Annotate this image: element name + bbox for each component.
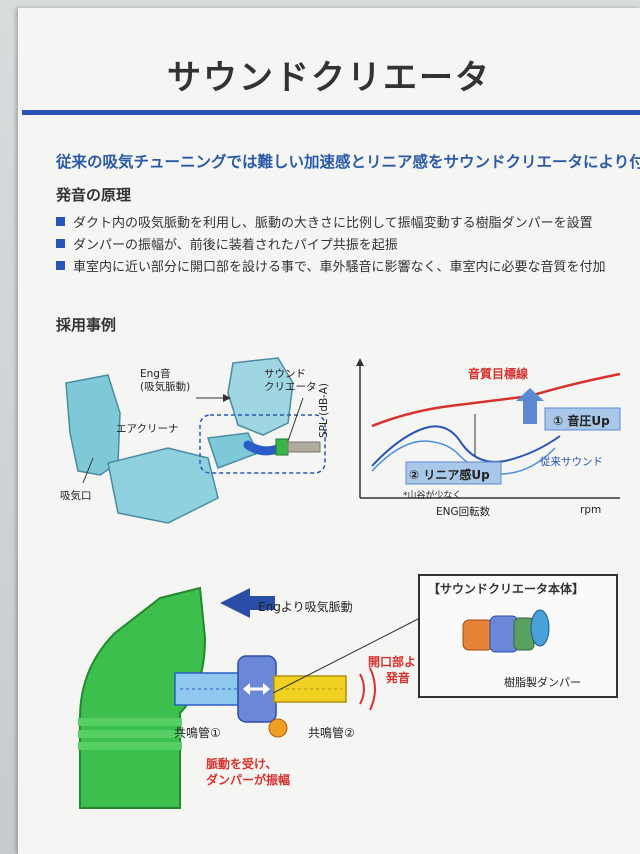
sound-creator-leader bbox=[287, 397, 304, 442]
chart-ylabel: SPL (dB-A) bbox=[318, 383, 330, 438]
mount-bracket-icon bbox=[268, 718, 288, 738]
list-item: ダクト内の吸気脈動を利用し、脈動の大きさに比例して振幅変動する樹脂ダンパーを設置 bbox=[56, 210, 636, 232]
damper-label: 樹脂製ダンパー bbox=[504, 676, 581, 689]
conventional-label: 従来サウンド bbox=[540, 456, 603, 468]
target-line bbox=[371, 372, 621, 428]
leader-line bbox=[272, 617, 421, 694]
tube2-label: 共鳴管② bbox=[308, 726, 355, 740]
principle-heading: 発音の原理 bbox=[56, 186, 132, 204]
chart-xlabel: ENG回転数 bbox=[436, 506, 491, 518]
intake-label: 吸気口 bbox=[60, 490, 92, 502]
resonance-tube-2 bbox=[273, 675, 347, 703]
list-item-text: ダクト内の吸気脈動を利用し、脈動の大きさに比例して振幅変動する樹脂ダンパーを設置 bbox=[73, 215, 593, 231]
example-heading: 採用事例 bbox=[56, 316, 117, 334]
conventional-curve bbox=[371, 440, 556, 475]
page-title: サウンドクリエータ bbox=[167, 58, 491, 98]
chart-note: *山谷が少なく bbox=[403, 491, 462, 501]
sound-wave-icon bbox=[369, 667, 376, 711]
list-item-text: ダンパーの振幅が、前後に装着されたパイプ共振を起振 bbox=[73, 237, 398, 253]
green-duct-shape bbox=[78, 586, 207, 809]
spl-chart bbox=[356, 358, 621, 499]
unit-box-title: 【サウンドクリエータ本体】 bbox=[428, 582, 585, 596]
arrow-head-icon bbox=[223, 394, 231, 402]
engine-illustration bbox=[65, 357, 326, 524]
linear-up-label: ② リニア感Up bbox=[409, 468, 490, 482]
tube1-label: 共鳴管① bbox=[174, 726, 221, 740]
pressure-up-label: ① 音圧Up bbox=[553, 414, 610, 428]
sound-creator-label: サウンド クリエータ bbox=[264, 368, 317, 393]
bullet-square-icon bbox=[56, 260, 65, 270]
air-duct-shape bbox=[65, 374, 219, 524]
eng-sound-label: Eng音 (吸気脈動) bbox=[140, 368, 191, 393]
bullet-square-icon bbox=[56, 216, 65, 226]
pulse-label: Engより吸気脈動 bbox=[258, 600, 353, 614]
opening-label: 開口部より 発音 bbox=[368, 655, 428, 685]
title-rule bbox=[22, 110, 640, 115]
target-label: 音質目標線 bbox=[468, 367, 529, 381]
y-axis-arrow-icon bbox=[356, 358, 364, 366]
exhibit-panel: サウンドクリエータ 従来の吸気チューニングでは難しい加速感とリニア感をサウンドク… bbox=[18, 8, 640, 854]
pressure-badge bbox=[544, 407, 621, 431]
sound-creator-pipe bbox=[243, 438, 321, 456]
sound-creator-diagram bbox=[78, 586, 376, 809]
list-item: ダンパーの振幅が、前後に装着されたパイプ共振を起振 bbox=[56, 232, 636, 254]
chart-xunit: rpm bbox=[580, 504, 602, 516]
damper-note: 脈動を受け、 ダンパーが振幅 bbox=[206, 757, 291, 787]
sound-creator-highlight bbox=[199, 414, 326, 474]
air-cleaner-label: エアクリーナ bbox=[116, 423, 179, 435]
bullet-square-icon bbox=[56, 238, 65, 248]
lead-text: 従来の吸気チューニングでは難しい加速感とリニア感をサウンドクリエータにより付加 bbox=[56, 153, 640, 171]
list-item: 車室内に近い部分に開口部を設ける事で、車外騒音に影響なく、車室内に必要な音質を付… bbox=[56, 254, 636, 276]
principle-list: ダクト内の吸気脈動を利用し、脈動の大きさに比例して振幅変動する樹脂ダンパーを設置… bbox=[56, 210, 636, 276]
intake-leader bbox=[82, 457, 94, 484]
pulse-arrow-icon bbox=[220, 588, 275, 618]
linear-badge bbox=[405, 461, 502, 485]
sound-wave-icon bbox=[359, 673, 365, 705]
unit-illustration bbox=[462, 609, 550, 653]
improved-curve bbox=[371, 425, 561, 467]
list-item-text: 車室内に近い部分に開口部を設ける事で、車外騒音に影響なく、車室内に必要な音質を付… bbox=[73, 259, 606, 275]
up-arrow-icon bbox=[516, 388, 544, 424]
